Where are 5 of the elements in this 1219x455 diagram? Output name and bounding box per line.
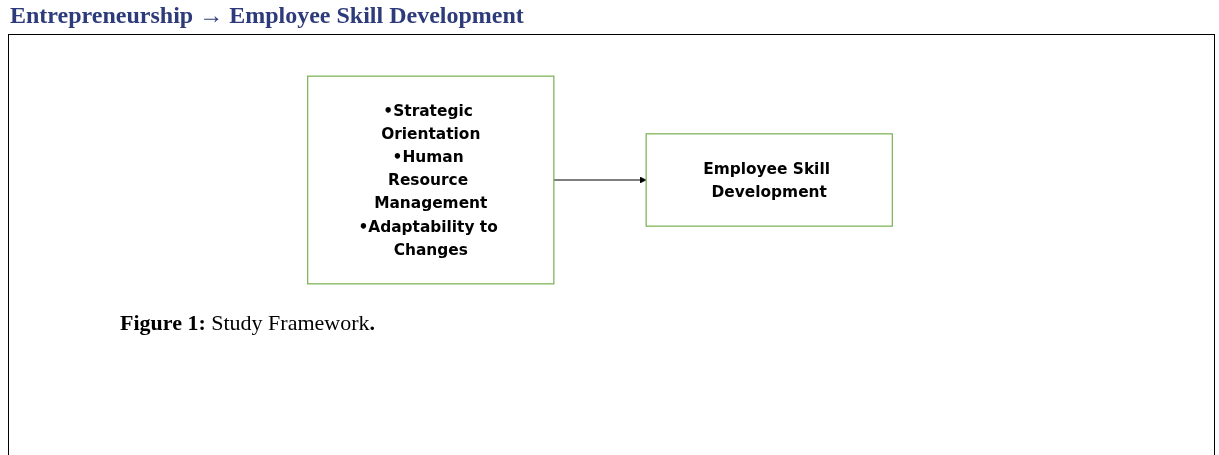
process-box: •Strategic Orientation •Human Resource Management •Adaptability to Changes xyxy=(307,75,555,285)
arrow xyxy=(553,176,647,184)
caption: Figure 1: Study Framework. xyxy=(120,310,375,336)
process-box: Employee Skill Development xyxy=(645,133,893,227)
title: Entrepreneurship → Employee Skill Development xyxy=(10,2,525,29)
